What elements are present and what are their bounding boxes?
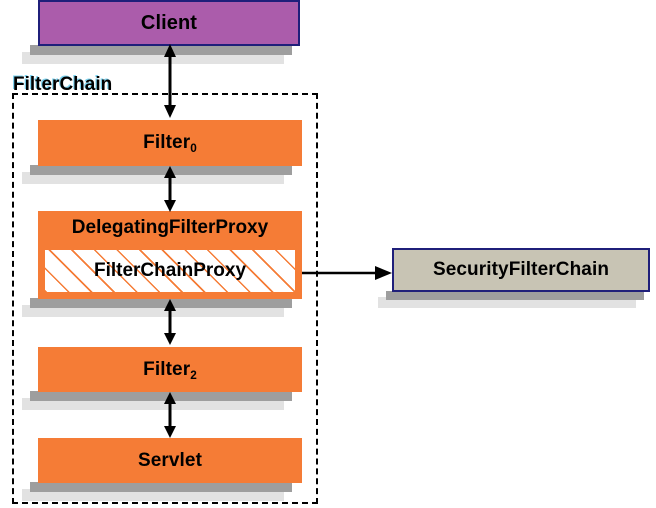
node-client[interactable]: Client [38, 0, 300, 46]
node-servlet[interactable]: Servlet [38, 438, 302, 483]
node-filter0-label: Filter0 [143, 132, 197, 155]
securityfilterchain-shadow-inner [386, 291, 644, 300]
filter0-shadow-outer [22, 172, 284, 184]
node-filter-chain-proxy[interactable]: FilterChainProxy [44, 249, 296, 293]
node-filter-chain-proxy-label: FilterChainProxy [93, 260, 247, 281]
node-servlet-label: Servlet [137, 449, 203, 471]
node-delegating-filter-proxy-label: DelegatingFilterProxy [71, 217, 269, 238]
arrow-fcp-securityfilterchain [302, 266, 392, 280]
filter2-shadow-outer [22, 398, 284, 410]
filterchain-container [12, 93, 318, 504]
arrow-dfp-filter2 [164, 299, 176, 345]
node-delegating-filter-proxy[interactable]: DelegatingFilterProxy FilterChainProxy [38, 211, 302, 299]
node-filter0[interactable]: Filter0 [38, 120, 302, 166]
node-security-filter-chain-label: SecurityFilterChain [432, 259, 610, 280]
filter2-shadow-inner [30, 391, 292, 401]
arrow-client-filter0 [164, 44, 176, 118]
dfp-shadow-outer [22, 305, 284, 317]
arrow-filter2-servlet [164, 392, 176, 438]
node-filter2[interactable]: Filter2 [38, 347, 302, 392]
arrow-filter0-dfp [164, 166, 176, 212]
servlet-shadow-outer [22, 489, 284, 501]
securityfilterchain-shadow-outer [378, 297, 636, 308]
node-filter2-label: Filter2 [143, 358, 197, 382]
client-shadow-inner [30, 45, 292, 55]
servlet-shadow-inner [30, 482, 292, 492]
dfp-shadow-inner [30, 298, 292, 308]
node-security-filter-chain[interactable]: SecurityFilterChain [392, 248, 650, 292]
filterchain-label: FilterChain [13, 74, 113, 95]
node-client-label: Client [140, 11, 198, 34]
client-shadow-outer [22, 52, 284, 64]
filter0-shadow-inner [30, 165, 292, 175]
